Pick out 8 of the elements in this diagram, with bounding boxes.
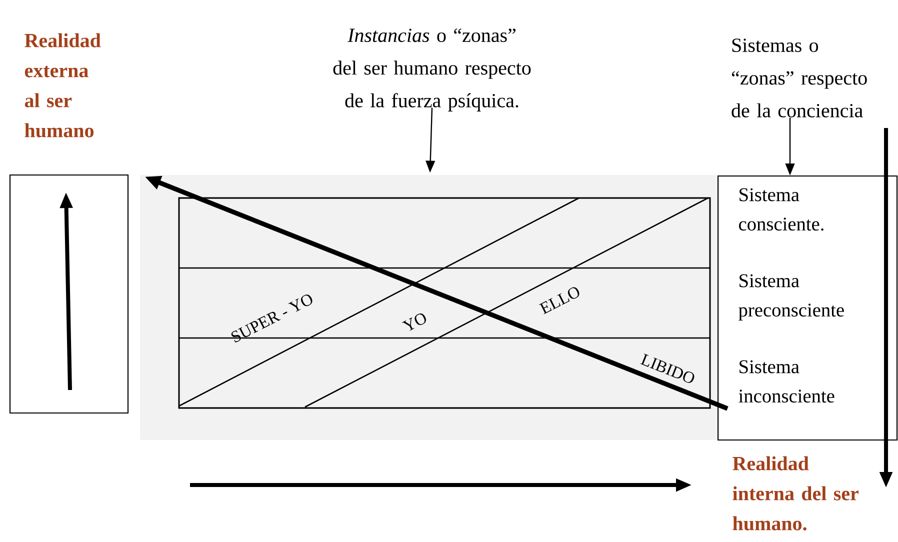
reality-label: Realidad externa al ser humano — [24, 33, 101, 138]
caption-text: Sistemas o “zonas” respecto de la conciencia — [732, 38, 867, 118]
zone-label: ELLO — [538, 287, 580, 314]
reality-label: Realidad interna del ser humano. — [732, 456, 858, 530]
empty-box — [9, 174, 129, 414]
caption-text: Instancias o “zonas” del ser humano respecto de la fuerza psíquica. — [333, 28, 531, 112]
system-box: Sistema consciente. Sistema preconsciente Sistema inconsciente — [717, 175, 898, 441]
zone-label: YO — [402, 314, 426, 331]
